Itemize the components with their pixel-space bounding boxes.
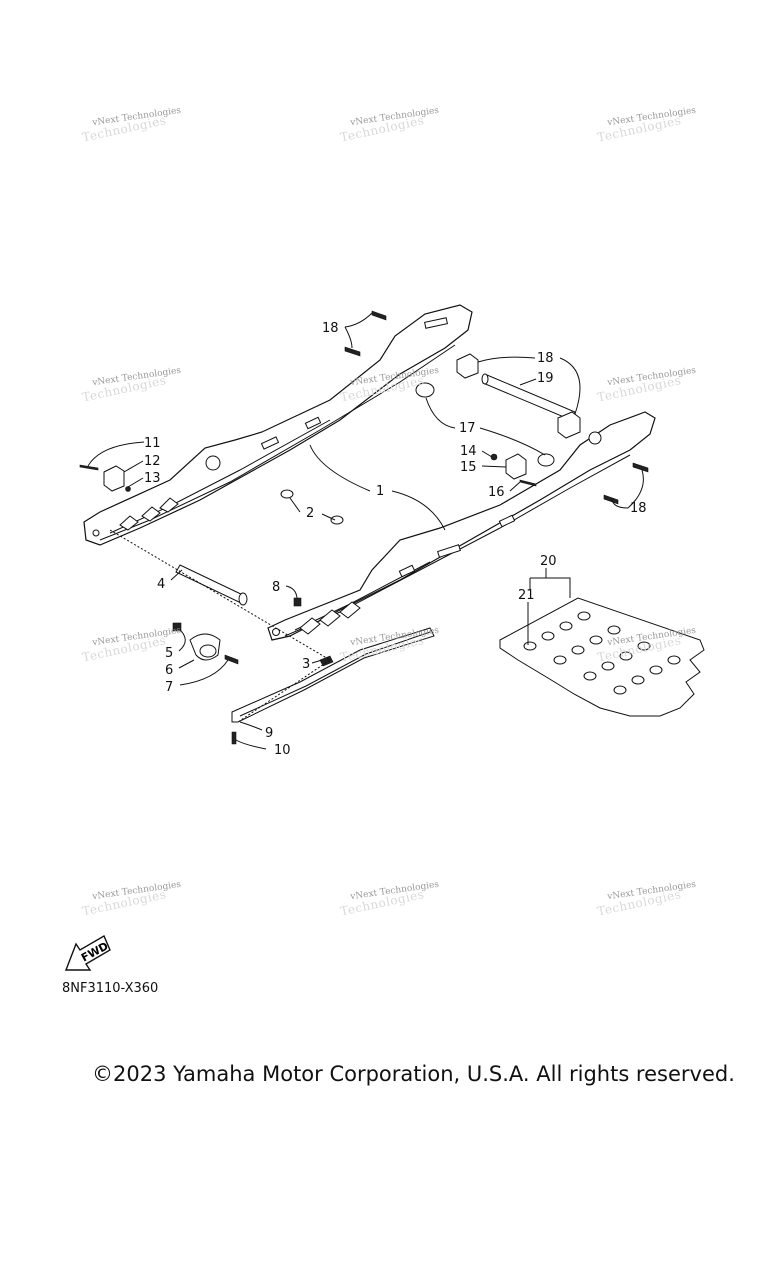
callout-3: 3 (302, 657, 310, 672)
callout-14: 14 (460, 444, 477, 459)
washers-and-bolts (79, 310, 649, 745)
part-20-shaft (481, 373, 576, 421)
callout-13: 13 (144, 471, 161, 486)
callout-18b: 18 (630, 501, 647, 516)
part-15-block (505, 453, 527, 480)
fwd-arrow-icon: FWD (64, 934, 111, 971)
callout-17: 17 (459, 421, 476, 436)
callout-10: 10 (274, 743, 291, 758)
callout-6: 6 (165, 663, 173, 678)
callout-20: 19 (537, 371, 554, 386)
callout-5: 5 (165, 646, 173, 661)
callout-15: 15 (460, 460, 477, 475)
rail-frame-right (267, 411, 656, 641)
rail-frame-left (83, 304, 473, 546)
part-6-wheel (189, 633, 221, 661)
callout-12: 12 (144, 454, 161, 469)
callout-4: 4 (157, 577, 165, 592)
copyright-notice: ©2023 Yamaha Motor Corporation, U.S.A. A… (92, 1062, 735, 1086)
callout-11: 11 (144, 436, 161, 451)
callout-1: 1 (376, 484, 384, 499)
callout-7: 7 (165, 680, 173, 695)
leader-lines (87, 312, 644, 750)
part-21-track (499, 597, 705, 717)
diagram-code: 8NF3110-X360 (62, 981, 159, 996)
part-4-shaft (175, 564, 248, 606)
callout-19: 18 (537, 351, 554, 366)
part-9-slide-runner (231, 627, 435, 723)
part-17-collars (415, 382, 555, 467)
callout-22: 21 (518, 588, 535, 603)
part-12-block (103, 465, 125, 492)
callout-labels: 18 18 19 17 14 15 16 18 1 2 11 12 13 4 8… (144, 321, 647, 758)
callout-18a: 18 (322, 321, 339, 336)
callout-9: 9 (265, 726, 273, 741)
callout-21: 20 (540, 554, 557, 569)
callout-2: 2 (306, 506, 314, 521)
part-19-slider-blocks (456, 353, 581, 439)
callout-8: 8 (272, 580, 280, 595)
callout-16: 16 (488, 485, 505, 500)
